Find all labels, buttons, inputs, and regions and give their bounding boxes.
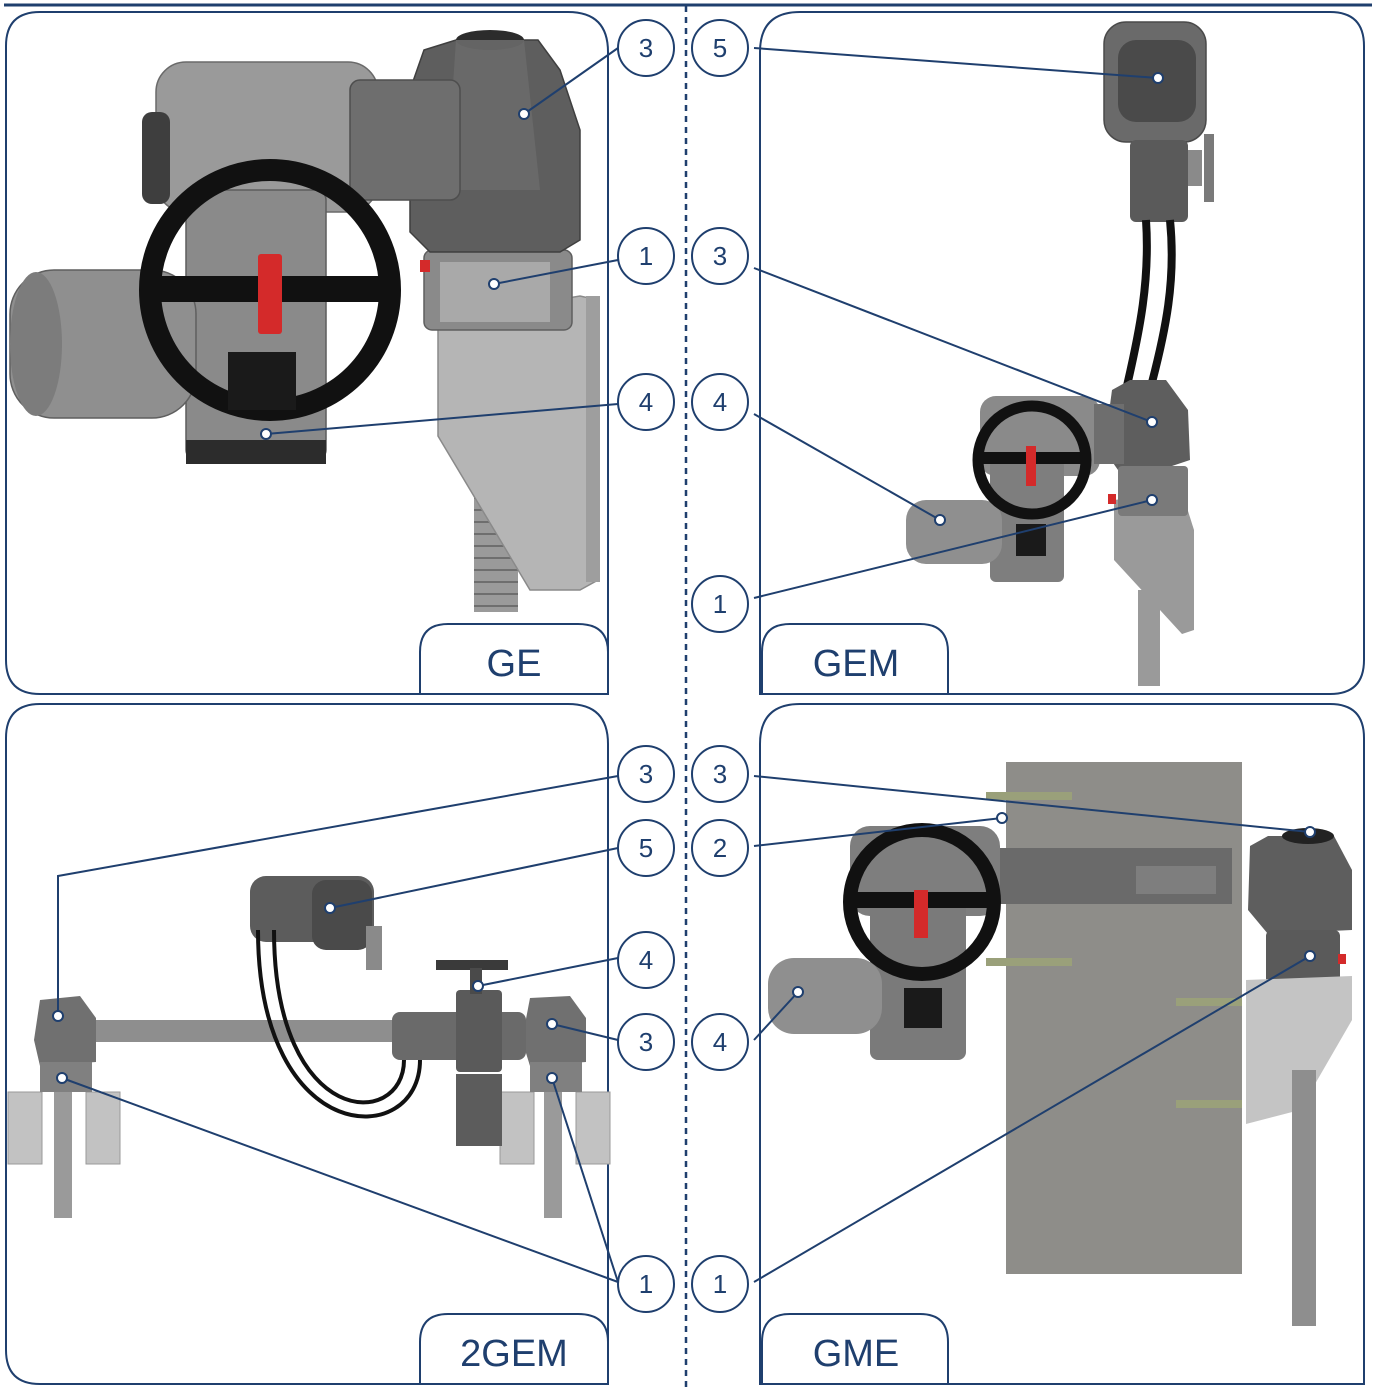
anchor-bolts [986,792,1242,1108]
handwheel-illustration [139,159,401,421]
callout-gem-3: 4 [713,387,727,417]
remote-flange-plate-illustration [1204,134,1214,202]
callout-2gem-3: 4 [639,945,653,975]
wall-shaft-coupling [1136,866,1216,894]
callout-ge-2: 1 [639,241,653,271]
panel-title-ge: GE [487,643,542,685]
callout-2gem-4: 3 [639,1027,653,1057]
central-gearbox-column [456,990,502,1072]
handwheel-gme-illustration [843,823,1001,1028]
callout-bubbles [617,19,749,1313]
callout-2gem-1: 3 [639,759,653,789]
panel-title-gem: GEM [813,643,900,685]
actuator-base-illustration [186,440,326,464]
leader-lines-ge [265,47,619,435]
callout-gem-2: 3 [713,241,727,271]
red-indicator-illustration [420,260,430,272]
left-gearbox-3 [34,996,96,1066]
remote-actuator-face-2gem [312,880,372,950]
red-indicator-gme [1338,954,1346,964]
remote-flange-illustration [1188,150,1202,186]
left-spindle [54,1080,72,1218]
right-bracket-a [499,1091,535,1165]
gearbox-3-gme [1248,836,1352,934]
callout-dots-ge [260,108,530,440]
gearbox-1-gem-illustration [1118,466,1188,516]
bevel-gearbox-cone-illustration [446,40,540,190]
panel-title-gme: GME [813,1333,900,1375]
handwheel-gem-illustration [972,400,1092,556]
callout-ge-1: 3 [639,33,653,63]
callout-dots-gem [934,72,1164,526]
central-bellows [456,1074,502,1146]
left-bracket-b [85,1091,121,1165]
callout-gme-3: 4 [713,1027,727,1057]
motor-end-cap-illustration [10,272,62,416]
gearbox-window-illustration [440,262,550,322]
callout-gme-4: 1 [713,1269,727,1299]
concrete-wall-illustration [1006,762,1242,1274]
bracket-flange-illustration [586,296,600,582]
callout-dots-gme [792,812,1316,998]
right-spindle [544,1080,562,1218]
panel-2gem [5,703,619,1385]
bracket-gem-illustration [1114,492,1194,634]
callout-gem-4: 1 [713,589,727,619]
actuator-coupling-gem [1094,404,1124,464]
panel-gem [753,11,1365,695]
remote-actuator-neck-illustration [1130,140,1188,222]
hose-b-illustration [1146,219,1176,392]
leader-lines-gem [753,47,1159,599]
motor-gem [906,500,1002,564]
motor-gme [768,958,882,1034]
callout-gem-1: 5 [713,33,727,63]
right-bracket-b [575,1091,611,1165]
actuator-cover-illustration [142,112,170,204]
callout-gme-2: 2 [713,833,727,863]
panel-gme [753,703,1365,1385]
callout-dots-2gem [52,902,558,1084]
red-indicator-gem [1108,494,1116,504]
title-tabs [419,623,949,1385]
hose-2gem-a [256,929,422,1119]
spindle-gme [1292,1070,1316,1326]
callout-2gem-2: 5 [639,833,653,863]
callout-gme-1: 3 [713,759,727,789]
remote-flange-2gem [366,926,382,970]
connecting-shaft [96,1020,426,1042]
left-bracket-a [7,1091,43,1165]
actuator-coupling-illustration [349,79,461,201]
panel-ge [5,11,619,695]
bracket-gme [1246,976,1352,1124]
central-handwheel [436,960,508,970]
spindle-pipe-gem-illustration [1138,590,1160,686]
mounting-bracket-illustration [437,295,599,591]
callout-2gem-5: 1 [639,1269,653,1299]
leader-lines-gme [753,775,1311,1283]
hose-a-illustration [1122,219,1151,391]
right-gearbox-3 [522,996,586,1066]
leader-lines-2gem [57,775,619,1283]
hose-2gem-b [272,929,406,1105]
callout-ge-3: 4 [639,387,653,417]
panel-title-2gem: 2GEM [460,1333,568,1375]
